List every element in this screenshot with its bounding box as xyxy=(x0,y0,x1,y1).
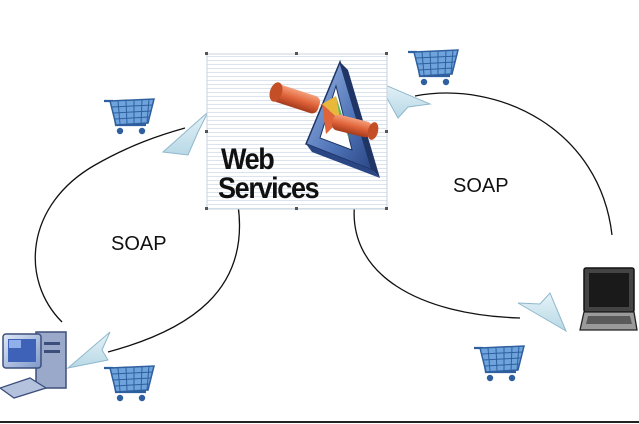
shopping-cart-icon xyxy=(102,364,156,403)
laptop-icon xyxy=(579,267,638,331)
arrowhead-to-web-services-left xyxy=(161,111,209,156)
baseline-divider xyxy=(0,421,639,423)
shopping-cart-icon xyxy=(406,48,460,87)
web-services-title-line1: Web xyxy=(221,143,275,176)
left-flow-curve-inner xyxy=(107,204,241,353)
soap-label-right: SOAP xyxy=(453,175,509,197)
left-flow-curve-outer xyxy=(34,127,186,323)
arrowhead-to-desktop xyxy=(66,331,111,369)
soap-label-left: SOAP xyxy=(111,233,167,255)
arrowhead-to-web-services-right xyxy=(376,80,432,119)
desktop-computer-icon xyxy=(0,331,67,399)
arrowhead-to-laptop xyxy=(517,292,568,333)
shopping-cart-icon xyxy=(472,344,526,383)
right-flow-curve-inner xyxy=(353,199,521,319)
right-flow-curve-outer xyxy=(414,92,613,236)
shopping-cart-icon xyxy=(102,97,156,136)
web-services-logo-icon xyxy=(269,59,380,178)
web-services-title-line2: Services xyxy=(218,172,320,205)
